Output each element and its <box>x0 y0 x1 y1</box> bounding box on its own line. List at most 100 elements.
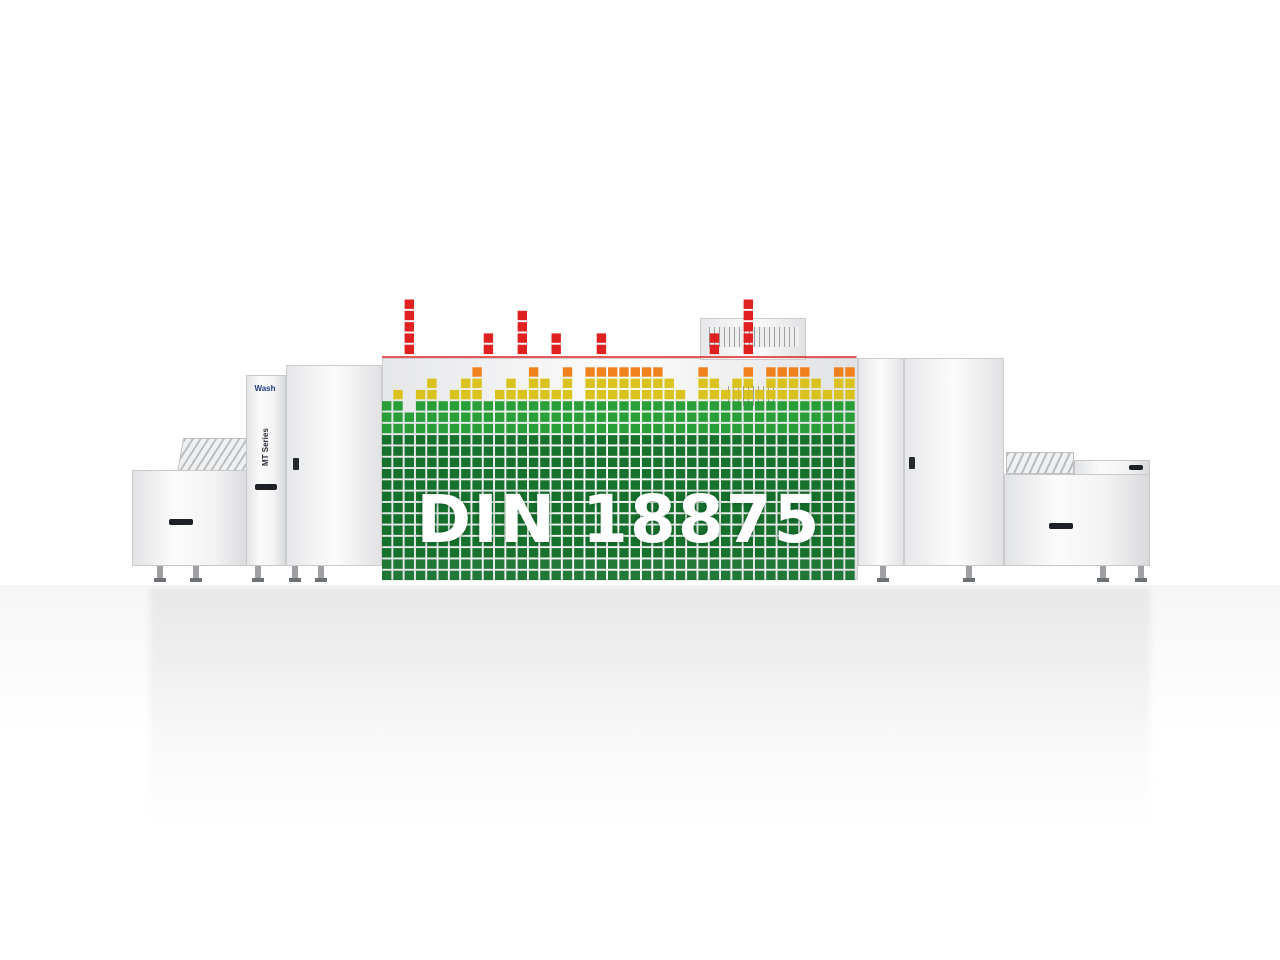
meter-cell <box>382 514 392 524</box>
meter-cell <box>619 536 629 547</box>
meter-cell <box>698 480 708 490</box>
machine-foot <box>315 578 327 582</box>
meter-cell <box>562 469 573 479</box>
meter-cell <box>845 446 855 456</box>
meter-cell <box>540 389 550 400</box>
roof-vent <box>709 327 799 347</box>
machine-foot <box>963 578 975 582</box>
meter-cell <box>630 548 640 558</box>
meter-cell <box>562 446 573 456</box>
meter-cell <box>596 423 607 434</box>
meter-cell <box>754 559 765 569</box>
meter-cell <box>653 559 663 569</box>
meter-cell <box>528 502 539 513</box>
meter-cell <box>483 457 494 468</box>
meter-cell <box>438 536 448 547</box>
meter-cell <box>743 536 753 547</box>
meter-cell <box>698 469 708 479</box>
meter-cell <box>517 435 527 445</box>
meter-cell <box>449 548 460 558</box>
meter-cell <box>449 412 460 422</box>
meter-cell <box>664 480 674 490</box>
meter-cell <box>427 435 437 445</box>
meter-cell <box>777 548 787 558</box>
meter-cell <box>540 548 550 558</box>
meter-cell <box>766 514 776 524</box>
meter-cell <box>495 389 505 400</box>
meter-cell <box>585 457 595 468</box>
machine-foot <box>252 578 264 582</box>
meter-cell <box>675 469 686 479</box>
meter-cell <box>630 559 640 569</box>
meter-cell <box>664 548 674 558</box>
meter-cell <box>777 423 787 434</box>
meter-cell <box>427 514 437 524</box>
meter-cell <box>754 525 765 535</box>
meter-cell <box>811 389 821 400</box>
meter-cell <box>732 570 742 581</box>
meter-cell <box>777 491 787 501</box>
meter-cell <box>619 548 629 558</box>
meter-cell <box>608 469 618 479</box>
meter-cell <box>427 491 437 501</box>
meter-cell <box>664 457 674 468</box>
meter-cell <box>709 536 720 547</box>
meter-cell <box>551 401 561 411</box>
meter-cell <box>495 502 505 513</box>
meter-cell <box>393 548 403 558</box>
meter-cell <box>777 536 787 547</box>
meter-cell <box>585 469 595 479</box>
meter-cell <box>404 299 414 309</box>
meter-cell <box>619 367 629 377</box>
meter-cell <box>540 525 550 535</box>
meter-cell <box>517 333 527 343</box>
meter-cell <box>449 514 460 524</box>
meter-cell <box>506 435 516 445</box>
meter-cell <box>653 389 663 400</box>
meter-cell <box>766 401 776 411</box>
meter-cell <box>766 389 776 400</box>
meter-cell <box>675 491 686 501</box>
prewash-zone <box>286 365 382 566</box>
meter-cell <box>743 412 753 422</box>
meter-cell <box>732 525 742 535</box>
meter-cell <box>788 378 799 388</box>
meter-cell <box>404 525 414 535</box>
meter-cell <box>777 570 787 581</box>
meter-cell <box>382 480 392 490</box>
meter-cell <box>822 559 833 569</box>
meter-cell <box>415 435 426 445</box>
meter-cell <box>664 536 674 547</box>
meter-cell <box>698 401 708 411</box>
meter-cell <box>596 536 607 547</box>
meter-cell <box>641 446 652 456</box>
meter-cell <box>596 412 607 422</box>
shelf-indicator <box>1129 465 1143 470</box>
meter-cell <box>834 367 844 377</box>
meter-cell <box>675 536 686 547</box>
meter-cell <box>732 536 742 547</box>
meter-cell <box>574 446 584 456</box>
machine-foot <box>1135 578 1147 582</box>
meter-cell <box>427 412 437 422</box>
meter-cell <box>495 514 505 524</box>
meter-cell <box>540 559 550 569</box>
meter-cell <box>721 491 731 501</box>
meter-cell <box>845 423 855 434</box>
meter-cell <box>472 412 482 422</box>
meter-cell <box>483 548 494 558</box>
meter-cell <box>777 435 787 445</box>
meter-cell <box>551 435 561 445</box>
meter-cell <box>732 389 742 400</box>
meter-cell <box>788 435 799 445</box>
meter-cell <box>404 423 414 434</box>
meter-cell <box>415 548 426 558</box>
meter-cell <box>585 525 595 535</box>
meter-cell <box>630 570 640 581</box>
meter-cell <box>653 536 663 547</box>
meter-cell <box>393 435 403 445</box>
meter-cell <box>585 502 595 513</box>
meter-cell <box>721 423 731 434</box>
meter-cell <box>427 559 437 569</box>
meter-cell <box>845 514 855 524</box>
